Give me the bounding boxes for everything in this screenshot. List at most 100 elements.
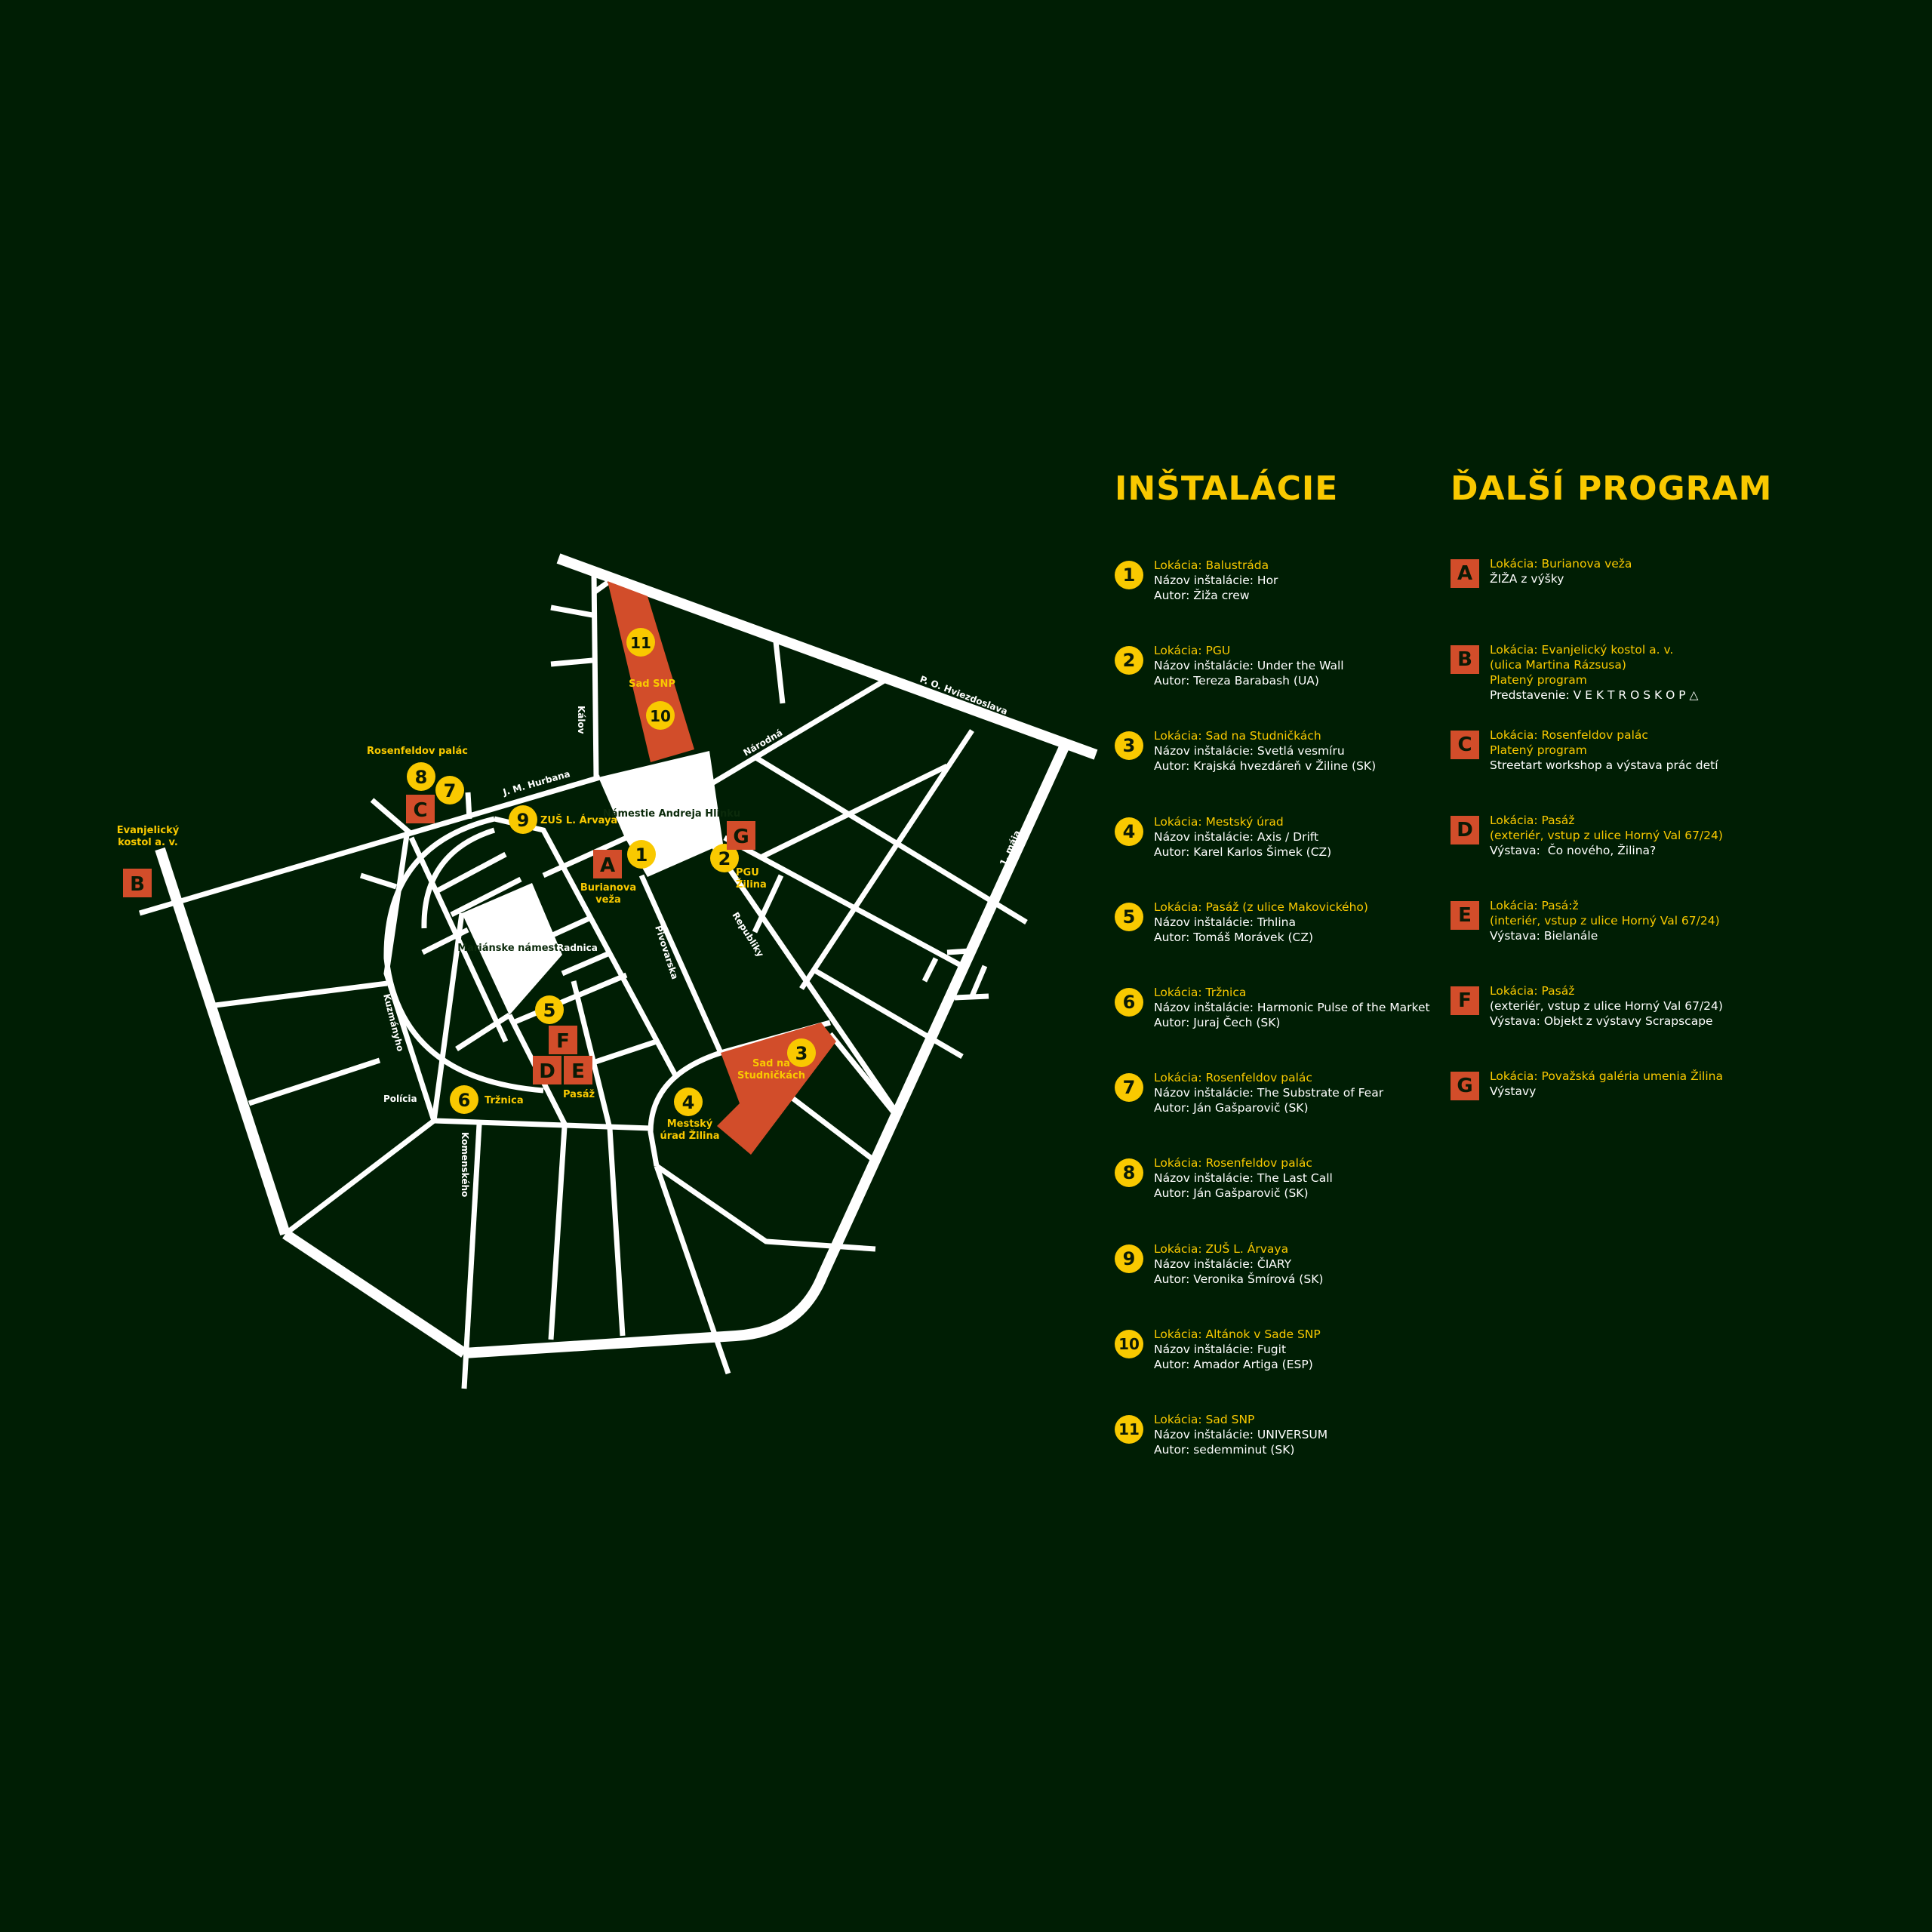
installation-author: Autor: Juraj Čech (SK)	[1154, 1016, 1281, 1029]
installation-name: Názov inštalácie: The Substrate of Fear	[1154, 1086, 1384, 1100]
program-description-line: Streetart workshop a výstava prác detí	[1490, 758, 1718, 772]
map-marker-C[interactable]: C	[406, 795, 435, 823]
installation-author: Autor: Krajská hvezdáreň v Žiline (SK)	[1154, 759, 1377, 774]
installation-author: Autor: Tereza Barabash (UA)	[1154, 674, 1319, 688]
map-marker-F[interactable]: F	[549, 1026, 577, 1054]
installation-location: Lokácia: Tržnica	[1154, 986, 1247, 999]
program-text: Lokácia: Pasá:ž(interiér, vstup z ulice …	[1490, 898, 1720, 943]
label-evanjelicky: Evanjelický	[117, 825, 180, 836]
installation-author: Autor: Ján Gašparovič (SK)	[1154, 1186, 1309, 1201]
label-burianova: Burianova	[580, 882, 636, 894]
svg-text:4: 4	[682, 1092, 695, 1113]
svg-text:2: 2	[718, 848, 731, 869]
installation-number-badge: 9	[1115, 1244, 1143, 1273]
program-location-line: Lokácia: Považská galéria umenia Žilina	[1490, 1069, 1723, 1083]
program-item[interactable]: G Lokácia: Považská galéria umenia Žilina…	[1451, 1069, 1723, 1100]
map-marker-8[interactable]: 8	[407, 762, 435, 791]
installation-location: Lokácia: Sad SNP	[1154, 1413, 1255, 1426]
installation-author: Autor: Ján Gašparovič (SK)	[1154, 1101, 1309, 1115]
program-description-line: Výstava: Objekt z výstavy Scrapscape	[1490, 1014, 1713, 1028]
map-marker-4[interactable]: 4	[674, 1088, 703, 1116]
program-text: Lokácia: Evanjelický kostol a. v.(ulica …	[1490, 642, 1698, 703]
program-letter-badge: G	[1451, 1072, 1479, 1100]
map-marker-A[interactable]: A	[593, 850, 622, 878]
installation-author: Autor: sedemminut (SK)	[1154, 1443, 1295, 1457]
map-marker-5[interactable]: 5	[535, 995, 564, 1024]
street-radnica: Radnica	[557, 943, 598, 953]
installation-name: Názov inštalácie: The Last Call	[1154, 1171, 1333, 1186]
square-hlinku	[598, 751, 723, 877]
map-marker-9[interactable]: 9	[509, 805, 537, 834]
installation-name: Názov inštalácie: Fugit	[1154, 1342, 1287, 1356]
installation-number-badge: 6	[1115, 988, 1143, 1017]
map-marker-3[interactable]: 3	[787, 1038, 816, 1067]
map-marker-10[interactable]: 10	[646, 701, 675, 730]
svg-text:F: F	[556, 1030, 570, 1053]
label-mestsky: Mestský	[667, 1118, 713, 1130]
map-marker-11[interactable]: 11	[626, 628, 655, 657]
installation-name: Názov inštalácie: Svetlá vesmíru	[1154, 744, 1345, 758]
park-sad-na-studnickach	[717, 1023, 836, 1155]
installation-author: Autor: Tomáš Morávek (CZ)	[1154, 930, 1314, 944]
svg-text:1: 1	[635, 844, 648, 866]
installation-location: Lokácia: Mestský úrad	[1154, 814, 1284, 829]
program-description-line: (exteriér, vstup z ulice Horný Val 67/24…	[1490, 999, 1723, 1013]
map-marker-B[interactable]: B	[123, 869, 152, 897]
svg-text:6: 6	[458, 1090, 471, 1111]
installation-number-badge: 5	[1115, 902, 1143, 931]
map-marker-6[interactable]: 6	[450, 1085, 478, 1114]
map-marker-D[interactable]: D	[533, 1056, 561, 1084]
map-marker-1[interactable]: 1	[627, 840, 656, 869]
installation-location: Lokácia: Altánok v Sade SNP	[1154, 1327, 1321, 1341]
map-marker-E[interactable]: E	[564, 1056, 592, 1084]
program-description-line: Predstavenie: V E K T R O S K O P △	[1490, 688, 1699, 702]
square-marianske	[462, 883, 562, 1015]
street-komenskeho: Komenského	[460, 1132, 470, 1197]
installation-number-badge: 3	[1115, 731, 1143, 761]
installation-location: Lokácia: Balustráda	[1154, 558, 1269, 572]
program-title: ĎALŠÍ PROGRAM	[1451, 469, 1773, 508]
svg-text:E: E	[571, 1060, 585, 1083]
map-marker-G[interactable]: G	[727, 821, 755, 850]
label-burianova-2: veža	[595, 894, 621, 906]
label-sad-snp: Sad SNP	[629, 678, 675, 690]
label-studnickach-2: Studničkách	[737, 1070, 805, 1081]
svg-text:G: G	[733, 826, 749, 848]
label-evanjelicky-2: kostol a. v.	[118, 837, 178, 848]
map-marker-7[interactable]: 7	[435, 776, 464, 804]
installation-name: Názov inštalácie: Axis / Drift	[1154, 829, 1319, 844]
installation-number-badge: 2	[1115, 646, 1143, 675]
program-location-line: Lokácia: Pasáž	[1490, 814, 1575, 827]
street-kalov: Kálov	[576, 706, 586, 734]
program-location-line: Platený program	[1490, 743, 1587, 757]
program-location-line: Platený program	[1490, 673, 1587, 687]
program-location-line: (ulica Martina Rázsusa)	[1490, 658, 1626, 672]
map-marker-2[interactable]: 2	[710, 844, 739, 872]
